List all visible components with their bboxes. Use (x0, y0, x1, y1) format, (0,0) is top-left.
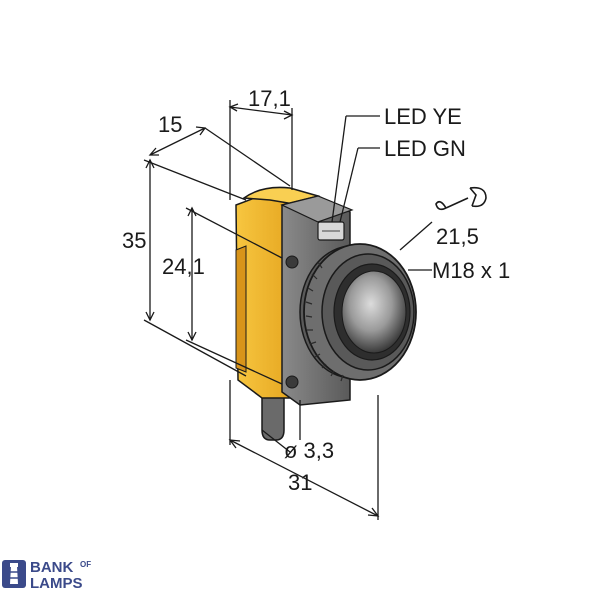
bank-of-lamps-logo: BANK OF LAMPS (2, 559, 91, 592)
label-height-inner: 24,1 (162, 254, 205, 279)
label-led-gn: LED GN (384, 136, 466, 161)
sensor-body (235, 186, 417, 441)
nut-knurling (305, 261, 344, 382)
lens (341, 270, 407, 354)
label-depth-top: 17,1 (248, 86, 291, 111)
label-cable-diameter: ø 3,3 (284, 438, 334, 463)
logo-of: OF (80, 560, 91, 569)
yellow-ridge (235, 245, 247, 373)
dimension-lines (143, 100, 433, 520)
mount-hole-top (285, 255, 299, 269)
logo-line1: BANK (30, 559, 73, 576)
gray-top (280, 195, 354, 223)
wrench-icon (435, 186, 487, 211)
label-thread: M18 x 1 (432, 258, 510, 283)
label-height-total: 35 (122, 228, 146, 253)
lighthouse-icon (2, 560, 26, 588)
label-led-ye: LED YE (384, 104, 462, 129)
label-length-total: 31 (288, 470, 312, 495)
label-depth-body: 15 (158, 112, 182, 137)
label-wrench-size: 21,5 (436, 224, 479, 249)
cable (261, 394, 285, 441)
logo-line2: LAMPS (30, 575, 83, 592)
mount-hole-bottom (285, 375, 299, 389)
